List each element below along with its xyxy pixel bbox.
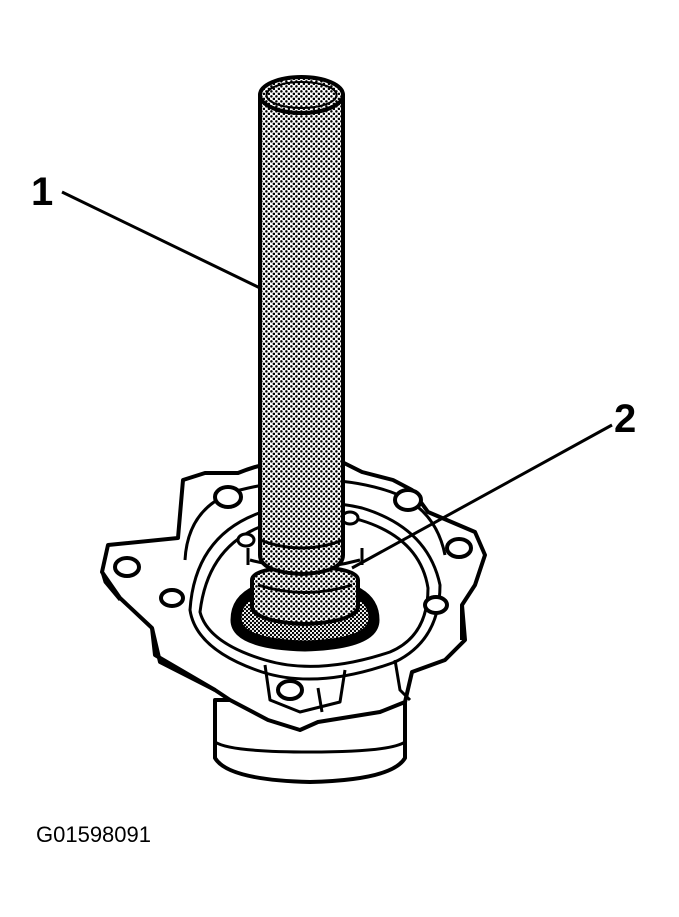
bolt-hole [213,485,243,509]
tool-shaft [258,75,345,576]
bolt-hole [236,532,256,548]
callout-1-leader [61,190,261,290]
callout-2-leader [351,423,613,570]
housing-lower-body [213,698,407,784]
bolt-hole [445,537,473,559]
bolt-holes [113,485,473,701]
seal [230,548,380,652]
callout-1-label: 1 [31,170,53,214]
callout-leaders [61,190,613,570]
figure-id: G01598091 [36,822,151,847]
callout-2-label: 2 [614,397,636,441]
bolt-hole [276,679,304,701]
bolt-hole [113,556,141,578]
bolt-hole [159,588,185,608]
bolt-hole [393,488,423,512]
bolt-hole [423,595,449,615]
